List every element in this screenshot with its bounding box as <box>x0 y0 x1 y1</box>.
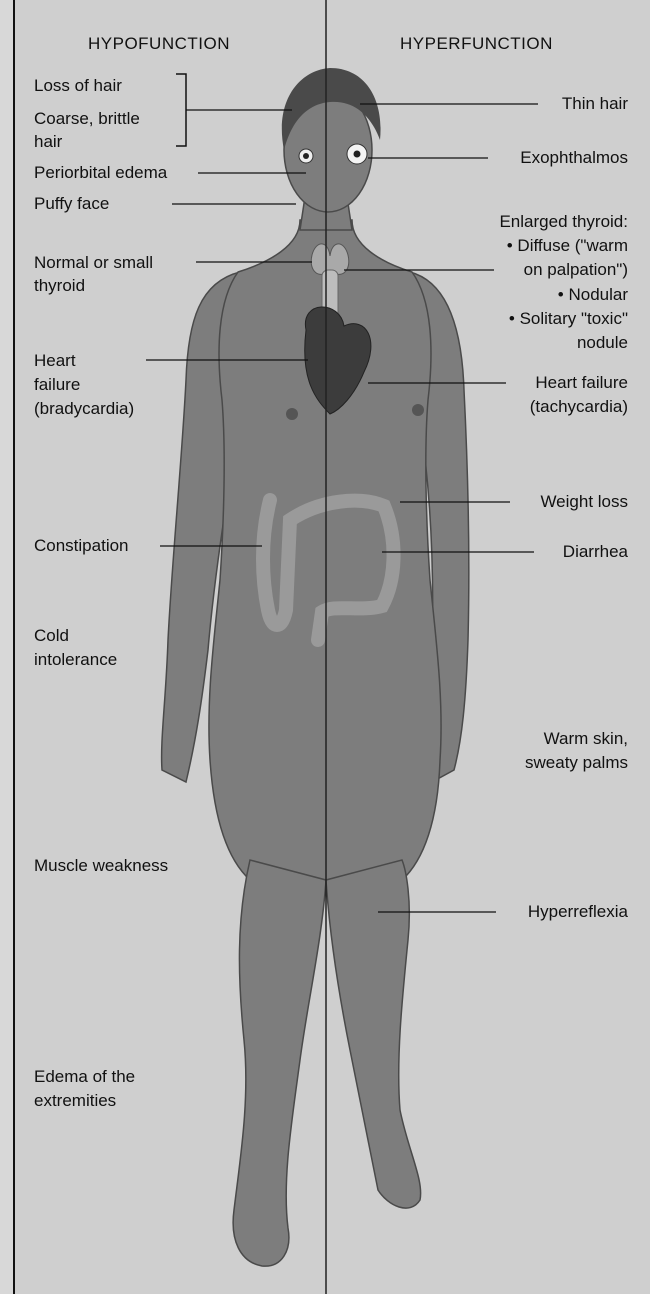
right-nipple <box>412 404 424 416</box>
label-solitary-line1: • Solitary "toxic" <box>509 308 628 330</box>
label-edema-extremities-line1: Edema of the <box>34 1066 135 1088</box>
label-cold-intolerance-line2: intolerance <box>34 649 117 671</box>
label-exophthalmos: Exophthalmos <box>520 147 628 169</box>
hyperfunction-header: HYPERFUNCTION <box>400 33 553 55</box>
label-cold-intolerance-line1: Cold <box>34 625 69 647</box>
label-puffy-face: Puffy face <box>34 193 109 215</box>
label-small-thyroid-line1: Normal or small <box>34 252 153 274</box>
left-eye-pupil <box>303 153 309 159</box>
label-warm-skin-line1: Warm skin, <box>544 728 628 750</box>
label-heart-failure-hyper-line1: Heart failure <box>535 372 628 394</box>
label-warm-skin-line2: sweaty palms <box>525 752 628 774</box>
label-heart-failure-hypo-line2: failure <box>34 374 80 396</box>
label-loss-of-hair: Loss of hair <box>34 75 122 97</box>
label-heart-failure-hypo-line1: Heart <box>34 350 76 372</box>
label-coarse-hair-line1: Coarse, brittle <box>34 108 140 130</box>
label-edema-extremities-line2: extremities <box>34 1090 116 1112</box>
label-diffuse-line1: • Diffuse ("warm <box>507 235 628 257</box>
hypofunction-header: HYPOFUNCTION <box>88 33 230 55</box>
label-weight-loss: Weight loss <box>540 491 628 513</box>
right-eye-pupil <box>354 151 361 158</box>
label-solitary-line2: nodule <box>577 332 628 354</box>
label-nodular: • Nodular <box>558 284 628 306</box>
left-nipple <box>286 408 298 420</box>
label-small-thyroid-line2: thyroid <box>34 275 85 297</box>
label-enlarged-thyroid: Enlarged thyroid: <box>499 211 628 233</box>
label-diarrhea: Diarrhea <box>563 541 628 563</box>
label-hyperreflexia: Hyperreflexia <box>528 901 628 923</box>
label-periorbital-edema: Periorbital edema <box>34 162 167 184</box>
label-thin-hair: Thin hair <box>562 93 628 115</box>
label-heart-failure-hyper-line2: (tachycardia) <box>530 396 628 418</box>
label-coarse-hair-line2: hair <box>34 131 62 153</box>
label-heart-failure-hypo-line3: (bradycardia) <box>34 398 134 420</box>
label-constipation: Constipation <box>34 535 129 557</box>
label-muscle-weakness: Muscle weakness <box>34 855 168 877</box>
label-diffuse-line2: on palpation") <box>524 259 628 281</box>
